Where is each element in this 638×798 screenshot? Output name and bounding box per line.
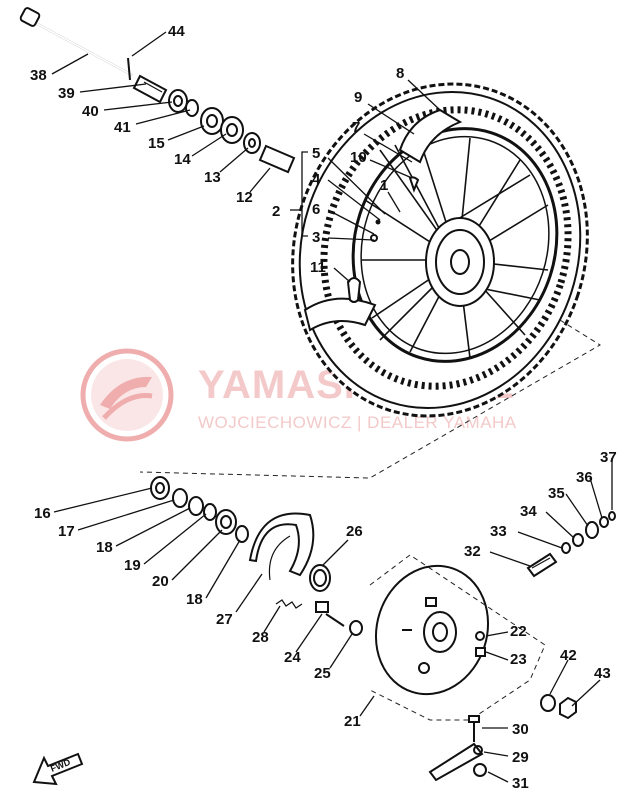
cotter-pin-44[interactable] <box>127 57 131 81</box>
washer-42[interactable] <box>540 694 556 712</box>
callout-27: 27 <box>216 611 233 628</box>
brake-arm-29[interactable] <box>428 742 484 782</box>
callout-2: 2 <box>272 203 280 220</box>
spring-28[interactable] <box>275 599 303 609</box>
seal-34[interactable] <box>572 533 584 547</box>
callout-5: 5 <box>312 145 320 162</box>
callout-30: 30 <box>512 721 529 738</box>
callout-36: 36 <box>576 469 593 486</box>
seal-40[interactable] <box>168 89 188 113</box>
washer-25[interactable] <box>349 620 363 636</box>
callout-25: 25 <box>314 665 331 682</box>
callout-35: 35 <box>548 485 565 502</box>
spacer-12[interactable] <box>258 144 296 174</box>
washer-36[interactable] <box>599 516 609 528</box>
seal-17[interactable] <box>172 488 188 508</box>
callout-22: 22 <box>510 623 527 640</box>
callout-34: 34 <box>520 503 537 520</box>
collar-39[interactable] <box>132 74 168 104</box>
callout-44: 44 <box>168 23 185 40</box>
callout-33: 33 <box>490 523 507 540</box>
nut-31[interactable] <box>473 763 487 777</box>
callout-39: 39 <box>58 85 75 102</box>
callout-18b: 18 <box>186 591 203 608</box>
watermark-logo <box>80 348 174 442</box>
callout-10: 10 <box>350 149 367 166</box>
callout-42: 42 <box>560 647 577 664</box>
callout-4: 4 <box>312 171 321 188</box>
bolt-22[interactable] <box>475 631 485 641</box>
callout-8: 8 <box>396 65 404 82</box>
callout-7: 7 <box>352 119 360 136</box>
callout-38: 38 <box>30 67 47 84</box>
circlip-37[interactable] <box>608 511 616 521</box>
rim-band-9[interactable] <box>398 108 463 164</box>
brake-shoe-27[interactable] <box>248 512 315 581</box>
callout-19: 19 <box>124 557 141 574</box>
callout-9: 9 <box>354 89 362 106</box>
callout-17: 17 <box>58 523 75 540</box>
callout-24: 24 <box>284 649 301 666</box>
callout-43: 43 <box>594 665 611 682</box>
bearing-14[interactable] <box>220 116 244 144</box>
callout-40: 40 <box>82 103 99 120</box>
callout-11: 11 <box>310 259 326 276</box>
callout-labels: 44 38 39 40 41 15 14 13 12 8 9 7 10 1 5 … <box>30 23 617 792</box>
fwd-arrow-icon: FWD <box>32 752 84 786</box>
callout-37: 37 <box>600 449 617 466</box>
washer-33[interactable] <box>561 542 571 554</box>
callout-28: 28 <box>252 629 269 646</box>
nut-43[interactable] <box>559 696 577 720</box>
bearing-15[interactable] <box>200 107 224 135</box>
callout-32: 32 <box>464 543 481 560</box>
circlip-18a[interactable] <box>188 496 204 516</box>
callout-21: 21 <box>344 713 361 730</box>
callout-15: 15 <box>148 135 165 152</box>
callout-23: 23 <box>510 651 527 668</box>
callout-31: 31 <box>512 775 529 792</box>
callout-29: 29 <box>512 749 529 766</box>
balancer-11[interactable] <box>346 277 362 303</box>
bolt-30[interactable] <box>468 715 480 742</box>
axle-38[interactable] <box>19 7 133 76</box>
camshaft-24[interactable] <box>315 601 345 627</box>
callout-13: 13 <box>204 169 221 186</box>
bearing-20[interactable] <box>215 509 237 535</box>
callout-1: 1 <box>380 177 388 194</box>
callout-14: 14 <box>174 151 191 168</box>
guide-line-plate <box>369 554 546 721</box>
watermark-subtitle: WOJCIECHOWICZ | DEALER YAMAHA <box>198 413 517 432</box>
callout-20: 20 <box>152 573 169 590</box>
spacer-18b[interactable] <box>235 525 249 543</box>
callout-26: 26 <box>346 523 363 540</box>
wheel-assembly[interactable] <box>250 45 630 454</box>
nut-23[interactable] <box>475 647 486 657</box>
callout-12: 12 <box>236 189 253 206</box>
callout-41: 41 <box>114 119 131 136</box>
gear-32[interactable] <box>526 552 558 578</box>
callout-6: 6 <box>312 201 320 218</box>
spoke-6[interactable] <box>375 219 381 225</box>
bushing-35[interactable] <box>585 521 599 539</box>
callout-3: 3 <box>312 229 320 246</box>
callout-18a: 18 <box>96 539 113 556</box>
brake-shoe-plate-21[interactable] <box>360 551 505 709</box>
seal-26[interactable] <box>309 564 331 592</box>
guide-line-hub <box>139 319 601 479</box>
spacer-41[interactable] <box>185 99 199 117</box>
washer-19[interactable] <box>203 503 217 521</box>
spacer-16[interactable] <box>150 476 170 500</box>
callout-16: 16 <box>34 505 51 522</box>
leader-lines <box>51 31 613 783</box>
